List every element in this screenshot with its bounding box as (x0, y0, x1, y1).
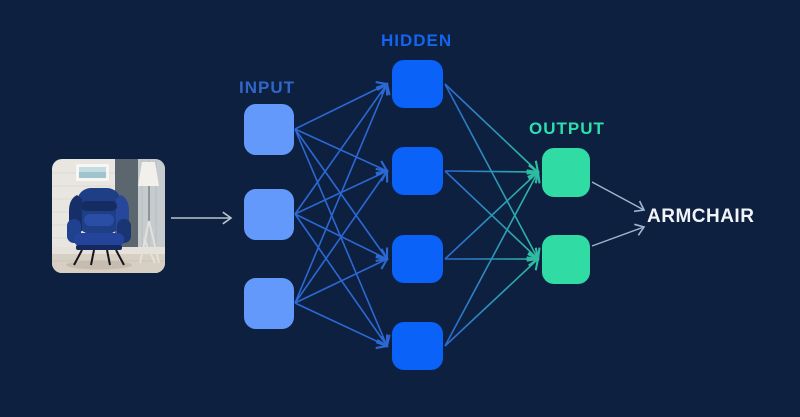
output-to-prediction-arrows (591, 181, 646, 247)
wall-art (76, 164, 109, 181)
armchair-photo (52, 159, 165, 273)
input-layer-label: INPUT (239, 78, 295, 97)
hidden-node-1 (392, 60, 443, 108)
hidden-to-output-edges (444, 83, 541, 347)
hidden-node-3 (392, 235, 443, 283)
hidden-node-2 (392, 147, 443, 195)
output-node-1 (542, 148, 590, 197)
floor-lamp (138, 162, 160, 264)
input-node-2 (244, 189, 294, 240)
input-to-hidden-edges (294, 81, 391, 350)
armchair-illustration (52, 159, 165, 273)
output-layer-label: OUTPUT (529, 119, 605, 138)
hidden-node-4 (392, 322, 443, 370)
hidden-layer-label: HIDDEN (381, 31, 453, 50)
output-node-2 (542, 235, 590, 284)
armchair (67, 188, 131, 266)
prediction-label: ARMCHAIR (647, 206, 755, 227)
input-node-1 (244, 104, 294, 155)
input-node-3 (244, 278, 294, 329)
